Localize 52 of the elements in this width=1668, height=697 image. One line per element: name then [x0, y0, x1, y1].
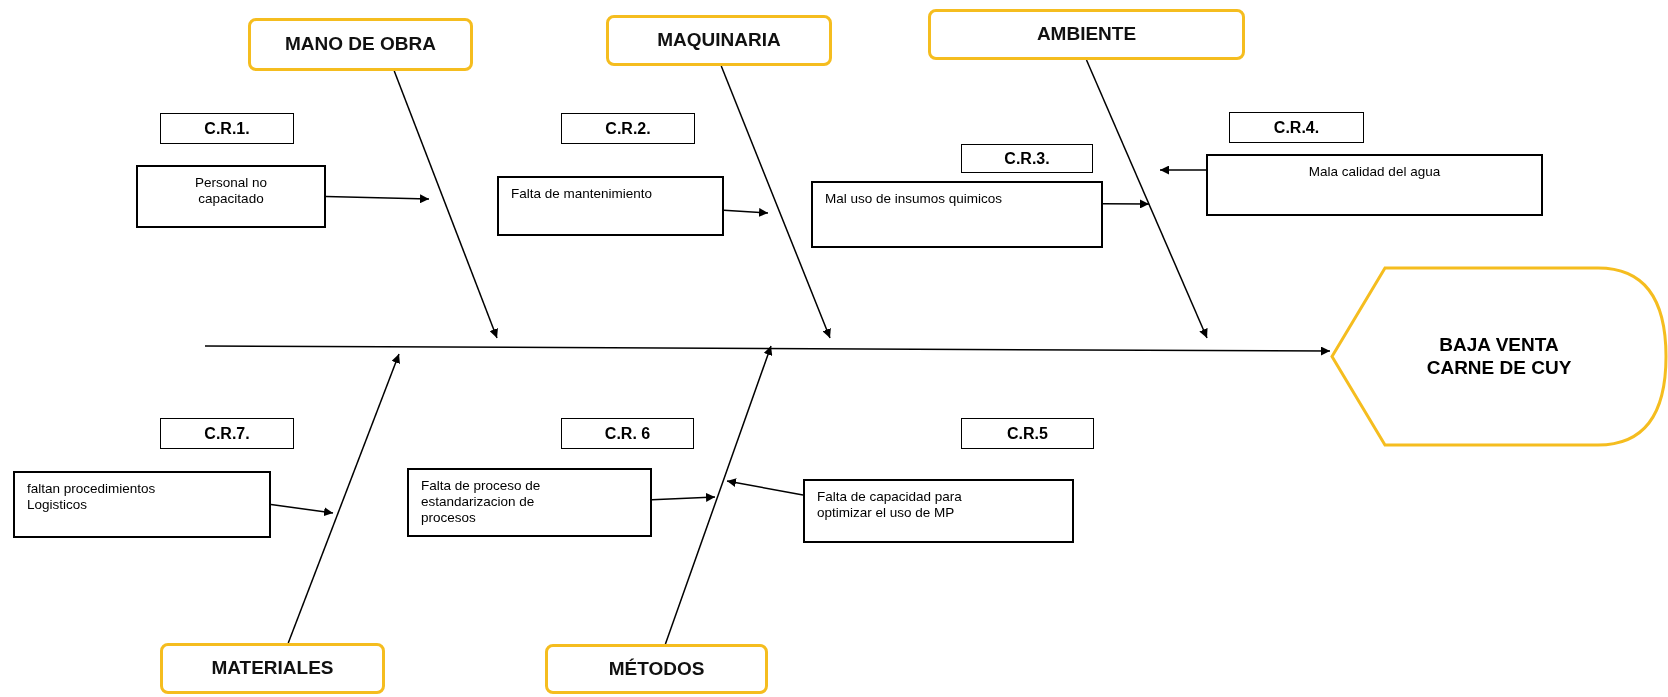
cause-text: faltan procedimientos Logisticos: [27, 481, 157, 514]
arrow: [287, 353, 400, 644]
arrow: [1085, 59, 1208, 339]
category-box: [606, 15, 832, 66]
cause-text: Falta de mantenimiento: [511, 186, 653, 203]
cause-code: C.R.3.: [1004, 148, 1050, 169]
arrow: [1102, 199, 1150, 209]
cause-box: [803, 479, 1074, 543]
cause-code-box: [561, 418, 694, 449]
category-label: MÉTODOS: [608, 657, 705, 681]
cause-box: [407, 468, 652, 537]
cause-box: [1206, 154, 1543, 216]
arrow: [1159, 165, 1207, 175]
cause-code: C.R.5: [1007, 423, 1048, 444]
cause-box: [497, 176, 724, 236]
arrow: [393, 70, 498, 339]
cause-code: C.R.4.: [1273, 117, 1320, 138]
category-box: [248, 18, 473, 71]
cause-text: Mal uso de insumos quimicos: [825, 191, 1003, 208]
cause-code: C.R.1.: [204, 118, 250, 139]
category-label: MANO DE OBRA: [285, 33, 436, 56]
arrow: [726, 478, 804, 496]
arrow: [270, 503, 334, 517]
cause-code-box: [961, 418, 1094, 449]
cause-code: C.R. 6: [604, 423, 651, 444]
cause-code-box: [561, 113, 695, 144]
category-label: AMBIENTE: [1036, 23, 1137, 46]
effect-text: BAJA VENTA CARNE DE CUY: [1425, 333, 1573, 380]
cause-text: Mala calidad del agua: [1308, 164, 1441, 181]
cause-box: [13, 471, 271, 538]
cause-box: [811, 181, 1103, 248]
cause-code-box: [160, 113, 294, 144]
category-label: MAQUINARIA: [657, 29, 781, 52]
category-box: [545, 644, 768, 694]
category-box: [160, 643, 385, 694]
arrow: [723, 207, 769, 217]
category-box: [928, 9, 1245, 60]
cause-box: [136, 165, 326, 228]
spine-arrow: [204, 345, 1331, 356]
cause-code: C.R.7.: [204, 423, 250, 444]
cause-code-box: [961, 144, 1093, 173]
cause-text: Personal no capacitado: [193, 175, 269, 208]
cause-code-box: [1229, 112, 1364, 143]
cause-code: C.R.2.: [605, 118, 651, 139]
arrow: [720, 65, 831, 339]
arrow: [325, 194, 430, 204]
cause-text: Falta de capacidad para optimizar el uso de MP: [817, 489, 963, 522]
cause-text: Falta de proceso de estandarizacion de procesos: [421, 478, 542, 527]
cause-code-box: [160, 418, 294, 449]
arrow: [664, 345, 773, 645]
arrow: [651, 492, 716, 502]
category-label: MATERIALES: [211, 657, 334, 680]
